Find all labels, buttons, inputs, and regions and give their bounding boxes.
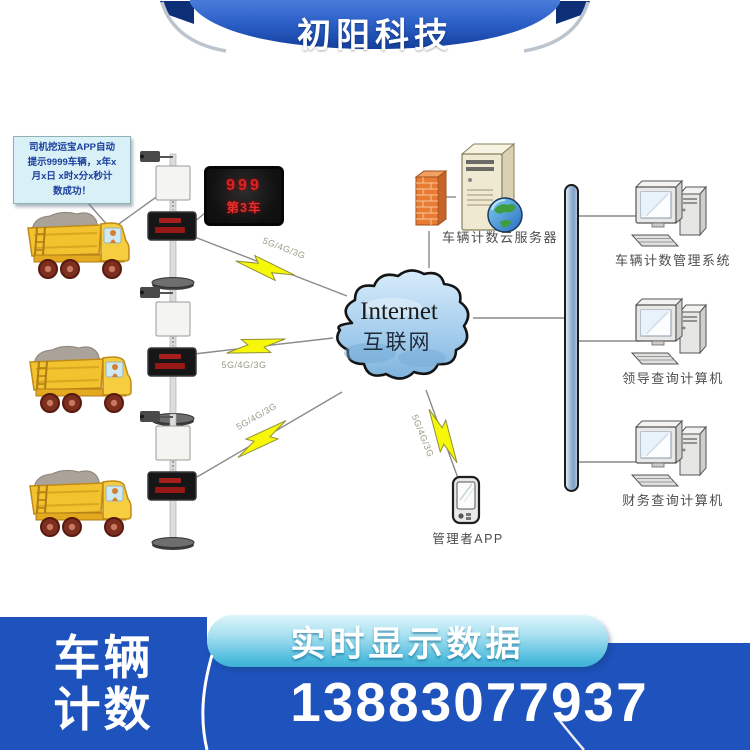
led-count: 999 — [226, 176, 262, 194]
note-line: 提示9999车辆，x年x — [27, 156, 117, 168]
server-label: 车辆计数云服务器 — [441, 230, 558, 245]
computer-icon — [628, 418, 718, 492]
note-callout: 司机挖运宝APP自动 提示9999车辆，x年x 月x日 x时x分x秒计 数成功！ — [13, 136, 131, 204]
firewall-icon — [414, 170, 448, 226]
computer-icon — [628, 296, 718, 370]
dump-truck-icon — [22, 208, 137, 282]
camera-pole-icon — [134, 406, 212, 552]
computer-icon — [628, 178, 718, 252]
cloud-title: Internet — [360, 298, 438, 325]
banner-ribbon-graphic — [160, 0, 590, 53]
cloud-subtitle: 互联网 — [363, 331, 432, 354]
link-label-3: 5G/4G/3G — [235, 401, 279, 432]
cloud-server-icon — [460, 142, 523, 233]
footer-ribbon-label: 实时显示数据 — [290, 624, 525, 664]
note-line: 数成功！ — [52, 186, 91, 198]
computer-label-1: 车辆计数管理系统 — [614, 253, 731, 268]
footer-left-block: 车辆 计数 — [0, 617, 207, 750]
link-label-1: 5G/4G/3G — [261, 235, 307, 260]
phone-number: 13883077937 — [290, 671, 649, 733]
led-vehicle-label: 第3车 — [226, 200, 262, 215]
footer-tag-line2: 计数 — [53, 682, 154, 736]
computer-label-2: 领导查询计算机 — [622, 371, 724, 386]
pda-label: 管理者APP — [432, 532, 504, 546]
note-line: 月x日 x时x分x秒计 — [31, 171, 113, 183]
network-backbone-bar — [564, 184, 579, 492]
internet-cloud-icon: Internet 互联网 — [336, 269, 470, 380]
brand-title: 初阳科技 — [297, 17, 453, 55]
note-line: 司机挖运宝APP自动 — [28, 142, 116, 153]
dump-truck-icon — [24, 466, 139, 540]
footer-tag-line1: 车辆 — [53, 630, 154, 684]
camera-pole-icon — [134, 146, 212, 292]
lightning-bolt-icon — [237, 420, 287, 458]
lightning-bolt-icon — [235, 254, 295, 282]
footer-ribbon: 实时显示数据 — [207, 615, 608, 667]
computer-label-3: 财务查询计算机 — [622, 493, 724, 508]
led-display: 999 第3车 — [204, 166, 284, 226]
link-label-4: 5G/4G/3G — [410, 413, 436, 458]
lightning-bolt-icon — [428, 408, 458, 464]
lightning-bolt-icon — [226, 338, 286, 354]
pda-icon — [451, 475, 481, 525]
dump-truck-icon — [24, 342, 139, 416]
link-label-2: 5G/4G/3G — [221, 360, 266, 370]
